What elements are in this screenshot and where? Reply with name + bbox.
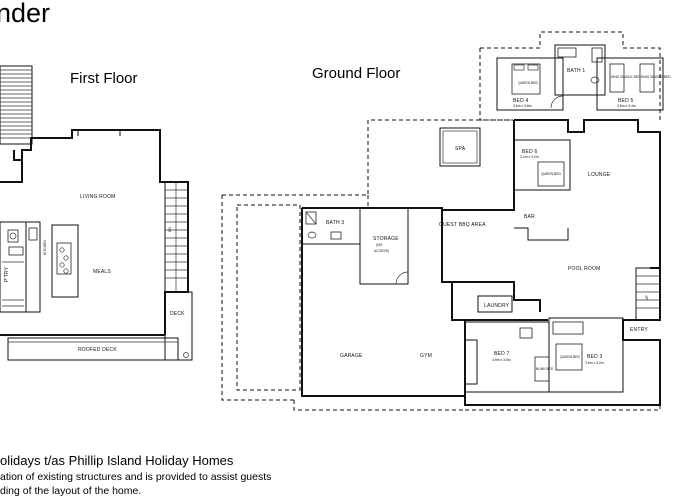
guest-bbq-label: GUEST BBQ AREA [439,222,486,228]
bed-3: QUEEN BED BED 3 3.6m x 3.2m [548,317,624,393]
roofed-deck-label: ROOFED DECK [78,347,117,353]
caption-line-3: ding of the layout of the home. [0,485,142,497]
garage-label: GARAGE [340,353,363,359]
storage-note-1: (NO [376,243,383,247]
bed-4: QUEEN BED BED 4 3.6m x 3.6m [496,57,564,111]
stair-up-label: UP [645,295,649,300]
first-floor-plan: DN DECK ROOFED DECK KITCHEN [0,65,193,361]
storage: STORAGE (NO ACCESS) [359,207,409,285]
pantry: P'TRY [0,221,27,313]
bed6-bed-label: QUEEN BED [541,172,562,176]
gym-label: GYM [420,353,432,359]
bed5-label: BED 5 [618,98,633,104]
bed4-size: 3.6m x 3.6m [513,104,532,108]
bath1-label: BATH 1 [567,68,585,74]
bath-3: BATH 3 [301,207,361,245]
bed7-bed-label: BUNK BED [536,367,554,371]
bath-1: BATH 1 [554,44,606,96]
bed-6: QUEEN BED BED 6 3.2m x 3.2m [513,139,571,191]
ground-floor-title: Ground Floor [312,65,400,82]
bed6-label: BED 6 [522,149,537,155]
laundry-label: LAUNDRY [484,303,510,309]
page-heading: nder [0,0,50,28]
bed6-size: 3.2m x 3.2m [520,155,539,159]
stair-label: DN [168,227,172,232]
bed-7: BUNK BED BED 7 4.9m x 3.5m [464,321,554,393]
caption-line-1: olidays t/as Phillip Island Holiday Home… [0,453,234,468]
storage-note-2: ACCESS) [374,249,389,253]
bed-5: KING SINGLE BED KING SINGLE BED BED 5 3.… [596,57,671,111]
kitchen-island [51,224,79,298]
caption-line-2: ation of existing structures and is prov… [0,471,272,483]
deck-label: DECK [170,311,185,317]
bed7-size: 4.9m x 3.5m [492,358,511,362]
first-floor-stair: DN [164,181,189,293]
pantry-label: P'TRY [4,266,10,282]
bar: BAR [514,214,569,241]
first-floor-title: First Floor [70,70,138,87]
bed5-bed2-label: KING SINGLE BED [641,75,671,79]
spa: SPA [439,127,481,167]
kitchen-bench: KITCHEN [25,221,47,313]
bed3-label: BED 3 [587,354,602,360]
bed7-label: BED 7 [494,351,509,357]
garage-gym: GARAGE GYM [340,339,478,385]
bed4-bed-label: QUEEN BED [518,81,539,85]
entry-stair: UP [635,267,661,321]
lounge-label: LOUNGE [588,172,611,178]
bed5-bed1-label: KING SINGLE BED [611,75,641,79]
roofed-deck: ROOFED DECK [7,337,179,361]
ground-floor-plan: SPA BATH 3 STORAGE (NO ACCESS) GUEST BBQ… [221,31,671,411]
spa-label: SPA [455,146,466,152]
meals-label: MEALS [93,269,111,275]
kitchen-label: KITCHEN [43,240,47,255]
storage-label: STORAGE [373,236,399,242]
pool-room-label: POOL ROOM [568,266,600,272]
living-room-label: LIVING ROOM [80,194,116,200]
laundry: LAUNDRY [477,295,513,313]
bath3-label: BATH 3 [326,220,344,226]
roof-hatch [0,65,33,145]
bed4-label: BED 4 [513,98,528,104]
bed3-size: 3.6m x 3.2m [585,361,604,365]
bed3-bed-label: QUEEN BED [560,355,581,359]
bed5-size: 3.5m x 3.4m [617,104,636,108]
entry-label: ENTRY [630,327,648,333]
bar-label: BAR [524,214,535,220]
